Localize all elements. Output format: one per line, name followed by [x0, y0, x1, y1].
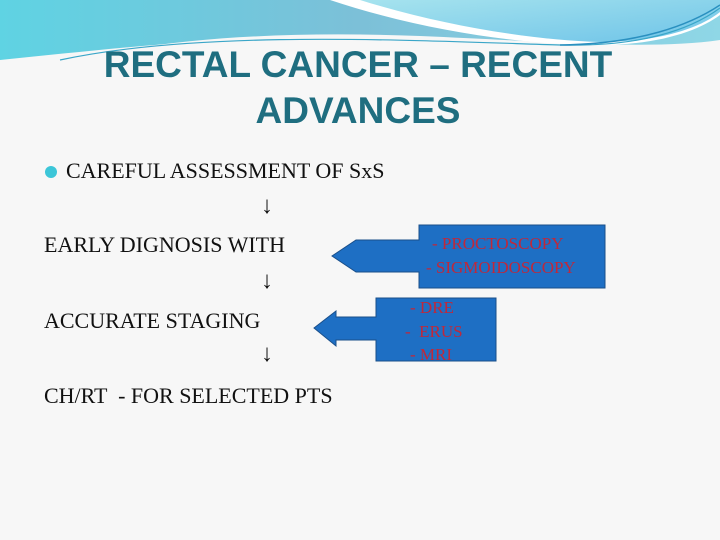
callout-item-dre: - DRE [410, 298, 454, 317]
callout-item-sigmoidoscopy: - SIGMOIDOSCOPY [426, 258, 576, 277]
line-staging: ACCURATE STAGING [44, 308, 261, 333]
callout-staging-shape [313, 297, 497, 362]
callout-item-erus: - ERUS [405, 322, 463, 341]
line-chrt: CH/RT - FOR SELECTED PTS [44, 383, 333, 408]
line-early-diagnosis: EARLY DIGNOSIS WITH [44, 232, 286, 257]
down-arrow-icon: ↓ [261, 193, 273, 219]
callout-item-mri: - MRI [410, 345, 453, 364]
callout-endoscopy-shape [331, 224, 606, 289]
slide-title: RECTAL CANCER – RECENT ADVANCES [103, 44, 613, 131]
down-arrow-icon: ↓ [261, 341, 273, 367]
bullet-icon [45, 166, 57, 178]
callout-item-proctoscopy: - PROCTOSCOPY [432, 234, 564, 253]
line-assessment: CAREFUL ASSESSMENT OF SxS [66, 158, 385, 183]
down-arrow-icon: ↓ [261, 268, 273, 294]
